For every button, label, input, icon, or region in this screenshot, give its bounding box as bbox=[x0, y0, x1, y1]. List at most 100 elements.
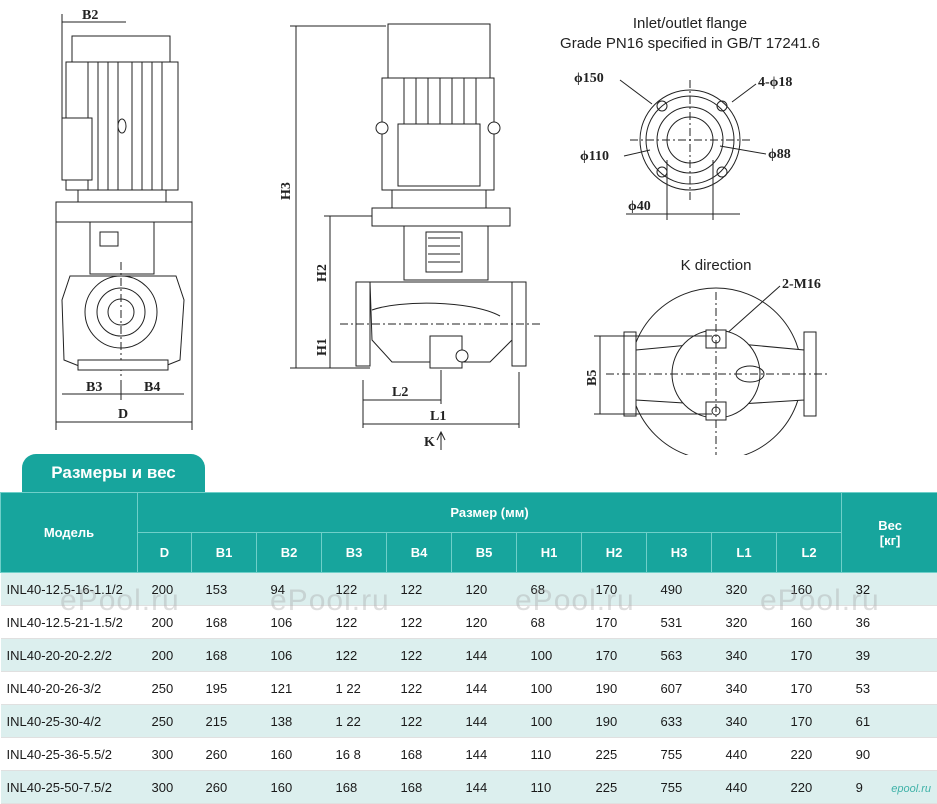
header-size: Размер (мм) bbox=[138, 493, 842, 533]
dim-b2: B2 bbox=[82, 8, 98, 23]
value-cell: 1 22 bbox=[322, 705, 387, 738]
value-cell: 68 bbox=[517, 606, 582, 639]
value-cell: 100 bbox=[517, 639, 582, 672]
value-cell: 225 bbox=[582, 738, 647, 771]
dim-b3: B3 bbox=[86, 380, 102, 395]
value-cell: 106 bbox=[257, 606, 322, 639]
column-header-b2: B2 bbox=[257, 533, 322, 573]
model-cell: INL40-25-30-4/2 bbox=[1, 705, 138, 738]
header-weight-label: Вес bbox=[878, 518, 902, 533]
value-cell: 36 bbox=[842, 606, 937, 639]
side-view: H3 H2 H1 bbox=[279, 24, 540, 450]
flange-phi88: ϕ88 bbox=[768, 147, 791, 162]
k-direction-drawing: K direction 2-M16 B5 bbox=[585, 257, 830, 455]
value-cell: 153 bbox=[192, 573, 257, 606]
header-weight-unit: [кг] bbox=[880, 533, 901, 548]
value-cell: 61 bbox=[842, 705, 937, 738]
value-cell: 320 bbox=[712, 573, 777, 606]
dim-h2: H2 bbox=[315, 264, 330, 282]
column-header-b3: B3 bbox=[322, 533, 387, 573]
value-cell: 122 bbox=[387, 573, 452, 606]
value-cell: 170 bbox=[582, 606, 647, 639]
model-cell: INL40-25-36-5.5/2 bbox=[1, 738, 138, 771]
column-header-h3: H3 bbox=[647, 533, 712, 573]
value-cell: 100 bbox=[517, 672, 582, 705]
column-header-l1: L1 bbox=[712, 533, 777, 573]
value-cell: 144 bbox=[452, 705, 517, 738]
value-cell: 121 bbox=[257, 672, 322, 705]
kdir-b5: B5 bbox=[585, 370, 600, 386]
value-cell: 110 bbox=[517, 738, 582, 771]
value-cell: 170 bbox=[582, 573, 647, 606]
value-cell: 563 bbox=[647, 639, 712, 672]
value-cell: 200 bbox=[138, 573, 192, 606]
value-cell: 170 bbox=[582, 639, 647, 672]
value-cell: 120 bbox=[452, 573, 517, 606]
value-cell: 53 bbox=[842, 672, 937, 705]
value-cell: 122 bbox=[387, 672, 452, 705]
technical-drawings: B2 B1 B3 B4 D bbox=[0, 0, 937, 455]
value-cell: 170 bbox=[777, 705, 842, 738]
dim-h3: H3 bbox=[279, 182, 294, 200]
value-cell: 168 bbox=[192, 639, 257, 672]
value-cell: 122 bbox=[322, 573, 387, 606]
value-cell: 68 bbox=[517, 573, 582, 606]
flange-phi40: ϕ40 bbox=[628, 199, 651, 214]
value-cell: 100 bbox=[517, 705, 582, 738]
value-cell: 144 bbox=[452, 672, 517, 705]
value-cell: 260 bbox=[192, 738, 257, 771]
dim-l1: L1 bbox=[430, 409, 446, 424]
value-cell: 90 bbox=[842, 738, 937, 771]
value-cell: 16 8 bbox=[322, 738, 387, 771]
dim-l2: L2 bbox=[392, 385, 408, 400]
value-cell: 440 bbox=[712, 738, 777, 771]
value-cell: 160 bbox=[257, 738, 322, 771]
value-cell: 122 bbox=[322, 606, 387, 639]
value-cell: 122 bbox=[387, 606, 452, 639]
dim-b4: B4 bbox=[144, 380, 160, 395]
value-cell: 144 bbox=[452, 738, 517, 771]
column-header-b4: B4 bbox=[387, 533, 452, 573]
value-cell: 633 bbox=[647, 705, 712, 738]
value-cell: 195 bbox=[192, 672, 257, 705]
value-cell: 220 bbox=[777, 738, 842, 771]
value-cell: 32 bbox=[842, 573, 937, 606]
value-cell: 250 bbox=[138, 672, 192, 705]
flange-holes: 4-ϕ18 bbox=[758, 75, 792, 90]
dim-d: D bbox=[118, 407, 128, 422]
value-cell: 340 bbox=[712, 639, 777, 672]
value-cell: 168 bbox=[387, 738, 452, 771]
value-cell: 106 bbox=[257, 639, 322, 672]
value-cell: 755 bbox=[647, 738, 712, 771]
model-cell: INL40-12.5-21-1.5/2 bbox=[1, 606, 138, 639]
model-cell: INL40-20-20-2.2/2 bbox=[1, 639, 138, 672]
front-view: B2 B1 B3 B4 D bbox=[56, 8, 192, 430]
value-cell: 531 bbox=[647, 606, 712, 639]
column-header-d: D bbox=[138, 533, 192, 573]
value-cell: 340 bbox=[712, 672, 777, 705]
kdir-title: K direction bbox=[681, 257, 752, 274]
corner-watermark: epool.ru bbox=[891, 783, 931, 795]
value-cell: 168 bbox=[192, 606, 257, 639]
dim-k: K bbox=[424, 435, 435, 450]
value-cell: 122 bbox=[387, 705, 452, 738]
value-cell: 340 bbox=[712, 705, 777, 738]
value-cell: 160 bbox=[777, 573, 842, 606]
value-cell: 250 bbox=[138, 705, 192, 738]
value-cell: 138 bbox=[257, 705, 322, 738]
value-cell: 300 bbox=[138, 738, 192, 771]
value-cell: 144 bbox=[452, 639, 517, 672]
value-cell: 170 bbox=[777, 639, 842, 672]
model-cell: INL40-20-26-3/2 bbox=[1, 672, 138, 705]
kdir-bolt: 2-M16 bbox=[782, 277, 821, 292]
flange-phi150: ϕ150 bbox=[574, 71, 604, 86]
